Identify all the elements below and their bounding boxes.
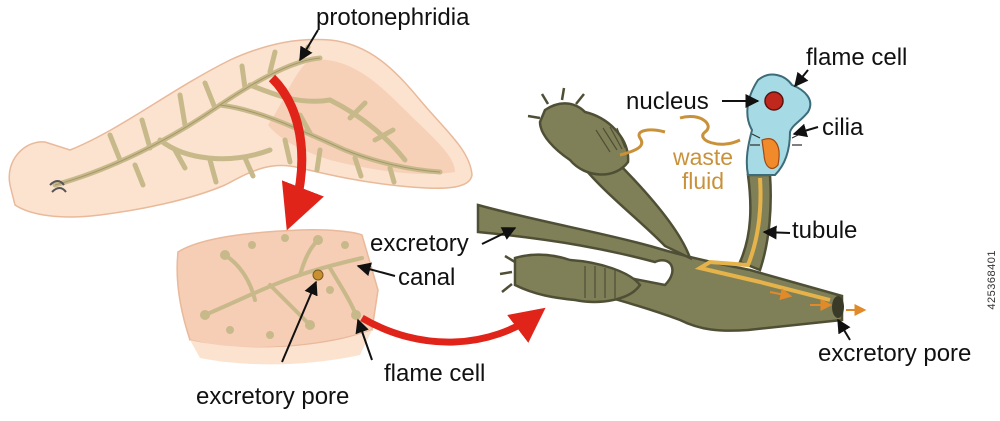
label-cilia: cilia [822, 114, 864, 141]
excretory-tubules [476, 87, 867, 332]
label-excretory-pore-bottom: excretory pore [196, 383, 350, 410]
label-canal: canal [398, 264, 456, 291]
label-excretory-pore-right: excretory pore [818, 340, 972, 367]
label-fluid: fluid [681, 168, 725, 195]
label-tubule: tubule [792, 217, 858, 244]
flatworm-body [8, 38, 473, 218]
label-excretory: excretory [370, 230, 469, 257]
flame-cell [745, 73, 812, 176]
label-flame-cell-top: flame cell [806, 44, 908, 71]
label-waste-fluid: waste fluid [668, 145, 738, 193]
tissue-section [176, 229, 379, 365]
label-pointer-arrows [281, 29, 851, 363]
red-curved-arrow [268, 74, 324, 231]
stock-id: 425368401 [986, 250, 998, 310]
label-protonephridia: protonephridia [316, 4, 470, 31]
label-flame-cell-bottom: flame cell [384, 360, 486, 387]
label-waste: waste [672, 144, 734, 170]
red-curved-arrow-2 [360, 307, 546, 346]
waste-fluid-path [619, 128, 666, 157]
label-nucleus: nucleus [626, 88, 709, 115]
